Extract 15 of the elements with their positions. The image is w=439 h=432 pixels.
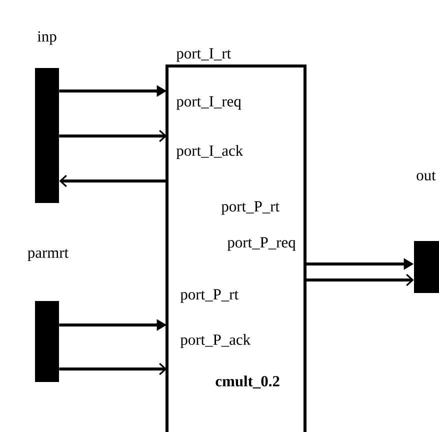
- port-label: port_I_req: [176, 96, 242, 110]
- bar-label: inp: [37, 31, 56, 45]
- bar-label: out: [416, 172, 436, 180]
- port-label: port_P_rt: [180, 289, 238, 303]
- arrow: [59, 130, 167, 142]
- port-label: port_I_rt: [176, 48, 231, 62]
- block-name: cmult_0.2: [216, 376, 280, 388]
- port-label: port_P_rt: [221, 201, 280, 215]
- bar-label: parmrt: [28, 249, 68, 261]
- arrow: [59, 174, 167, 188]
- port-label: port_P_req: [227, 237, 296, 251]
- port-label: port_I_ack: [176, 145, 244, 159]
- arrow: [305, 274, 414, 286]
- arrow: [59, 362, 167, 376]
- port-label: port_P_ack: [180, 334, 251, 348]
